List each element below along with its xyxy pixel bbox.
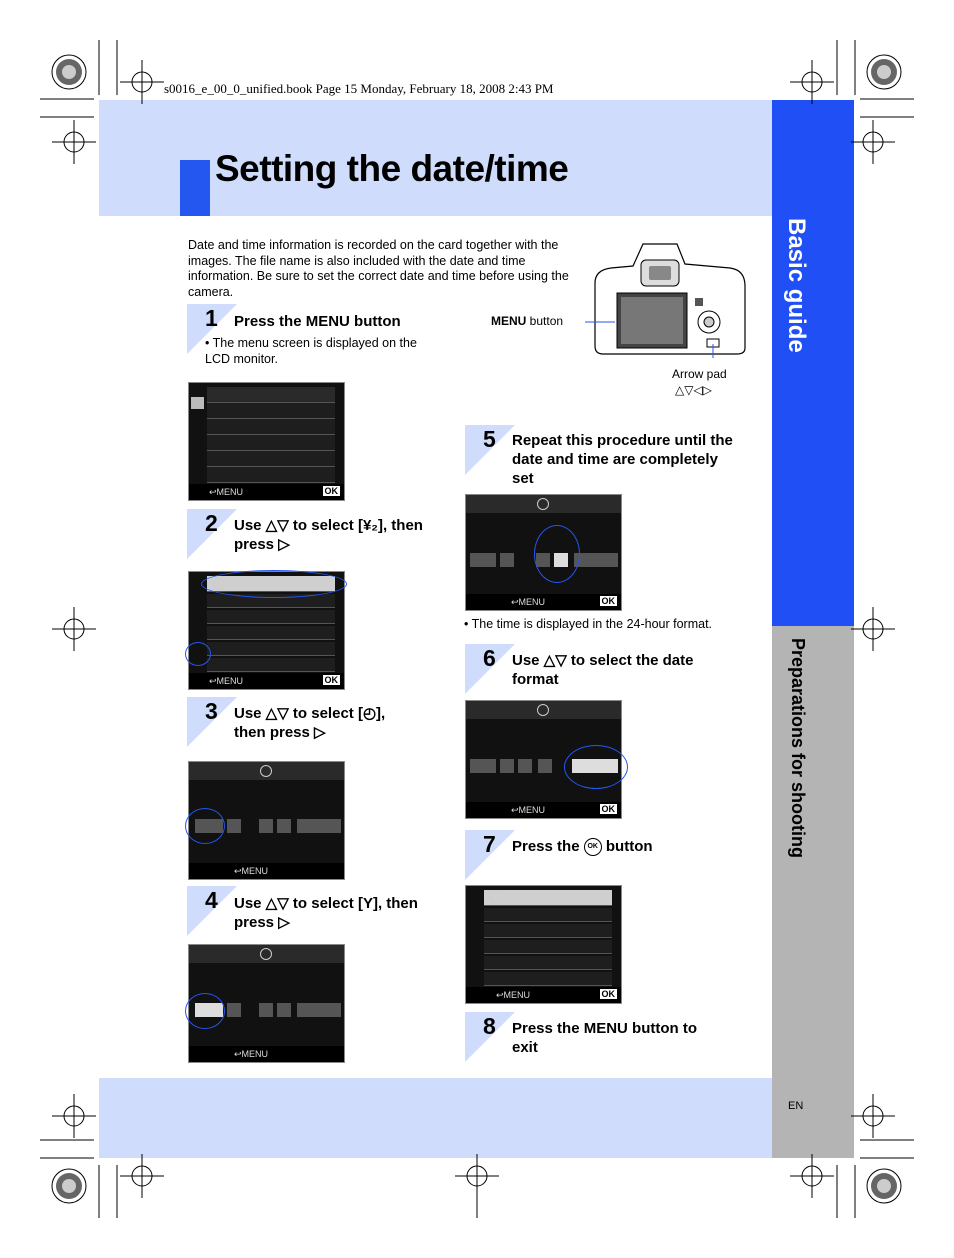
step-4-number: 4 (205, 887, 218, 913)
step-1-text: Press the MENU button (234, 313, 401, 330)
menu-button-label: MENU button (491, 314, 564, 328)
step-3-marker (187, 697, 237, 747)
step-7-number: 7 (483, 831, 496, 857)
step-3-number: 3 (205, 698, 218, 724)
sidebar-label-basic-guide: Basic guide (783, 218, 810, 353)
step-1-number: 1 (205, 305, 218, 331)
step-8-marker (465, 1012, 515, 1062)
camera-back-illustration (585, 243, 746, 358)
header-accent (180, 160, 210, 216)
step-5-marker (465, 425, 515, 475)
step-6-text: Use △▽ to select the date format (512, 652, 694, 688)
step-8-text: Press the MENU button to exit (512, 1020, 698, 1056)
arrow-pad-icons: △▽◁▷ (675, 383, 712, 397)
header-band (99, 100, 772, 216)
step-7-marker (465, 830, 515, 880)
page-language: EN (788, 1100, 804, 1112)
ok-button-icon: OK (583, 838, 602, 857)
step-5-number: 5 (483, 426, 496, 452)
step-1-note: • The menu screen is displayed on the LC… (205, 336, 417, 366)
arrow-pad-label: Arrow pad (672, 367, 727, 381)
step-2-text: Use △▽ to select [¥₂], then press ▷ (234, 517, 423, 553)
screen-date-time-year: ↩MENU (185, 944, 345, 1063)
intro-text: Date and time information is recorded on… (188, 238, 569, 299)
book-info-line: s0016_e_00_0_unified.book Page 15 Monday… (164, 81, 554, 96)
footer-band (99, 1078, 772, 1158)
step-5-text: Repeat this procedure until the date and… (512, 432, 733, 487)
step-6-marker (465, 644, 515, 694)
step-2-number: 2 (205, 510, 218, 536)
step-3-text: Use △▽ to select [◴], then press ▷ (234, 705, 386, 741)
step-4-marker (187, 886, 237, 936)
screen-date-time-1: ↩MENU (185, 761, 345, 880)
step-1-marker (187, 304, 237, 354)
step-2-marker (187, 509, 237, 559)
page-title: Setting the date/time (215, 148, 569, 189)
step-6-number: 6 (483, 645, 496, 671)
sidebar-label-preparations: Preparations for shooting (788, 638, 808, 859)
step-5-note: • The time is displayed in the 24-hour f… (464, 617, 713, 631)
step-7-text: Press the OK button (512, 838, 653, 857)
sidebar-preparations (772, 626, 854, 1158)
sidebar-basic-guide (772, 100, 854, 626)
step-4-text: Use △▽ to select [Y], then press ▷ (234, 895, 418, 931)
step-8-number: 8 (483, 1013, 496, 1039)
